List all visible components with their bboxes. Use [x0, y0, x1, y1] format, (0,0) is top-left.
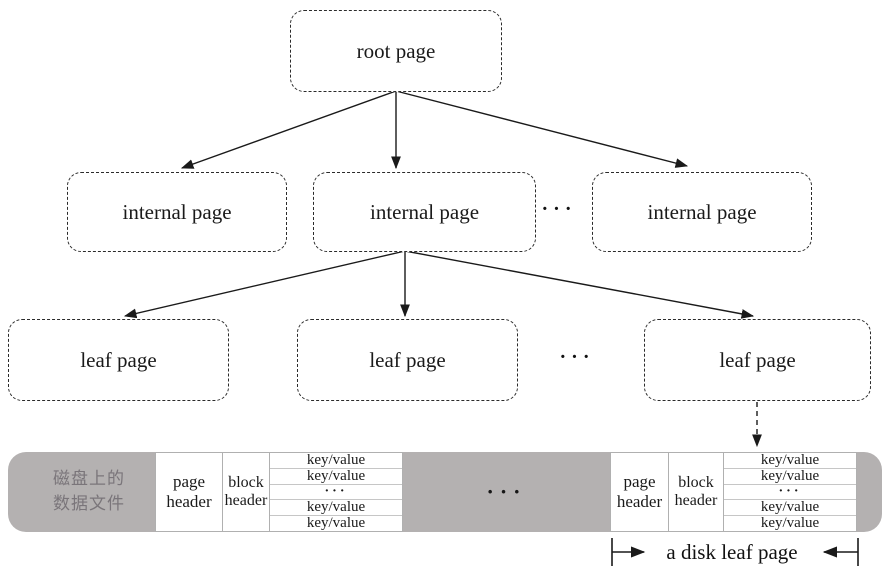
internal-page-label: internal page — [122, 199, 232, 224]
leaf-row-ellipsis: ··· — [559, 346, 595, 368]
kv-row: key/value — [760, 515, 820, 531]
kv-row: key/value — [724, 453, 856, 469]
root-page-box: root page — [290, 10, 502, 92]
internal-page-label: internal page — [647, 199, 757, 224]
kv-row: key/value — [306, 515, 366, 531]
leaf-page-label: leaf page — [80, 347, 157, 372]
root-page-label: root page — [356, 38, 436, 63]
internal-page-label: internal page — [369, 199, 480, 224]
internal-page-box-3: internal page — [592, 172, 812, 252]
kv-stack-1: key/value key/value ··· key/value key/va… — [269, 452, 403, 532]
disk-file-label-line2: 数据文件 — [53, 494, 125, 513]
page-header-cell-2: page header — [610, 452, 668, 532]
kv-row: key/value — [724, 469, 856, 485]
leaf-page-label: leaf page — [369, 347, 446, 372]
kv-row-ellipsis: ··· — [724, 485, 856, 500]
disk-file-label: 磁盘上的 数据文件 — [8, 452, 155, 532]
disk-band-right-cap — [857, 452, 882, 532]
disk-middle-ellipsis: ··· — [403, 452, 610, 532]
kv-row-ellipsis: ··· — [270, 485, 402, 500]
page-header-cell-1: page header — [155, 452, 222, 532]
kv-row: key/value — [270, 453, 402, 469]
block-header-cell-2: block header — [668, 452, 723, 532]
internal-row-ellipsis: ··· — [541, 198, 577, 220]
kv-stack-2: key/value key/value ··· key/value key/va… — [723, 452, 857, 532]
internal-page-box-1: internal page — [67, 172, 287, 252]
kv-row: key/value — [270, 500, 402, 516]
kv-row: key/value — [724, 500, 856, 516]
leaf-page-box-3: leaf page — [644, 319, 871, 401]
block-header-cell-1: block header — [222, 452, 269, 532]
leaf-page-box-1: leaf page — [8, 319, 229, 401]
disk-file-label-line1: 磁盘上的 — [53, 469, 125, 489]
leaf-page-box-2: leaf page — [297, 319, 518, 401]
disk-leaf-page-caption: a disk leaf page — [666, 539, 798, 564]
kv-row: key/value — [270, 469, 402, 485]
leaf-page-label: leaf page — [719, 347, 796, 372]
internal-page-box-2: internal page — [313, 172, 536, 252]
